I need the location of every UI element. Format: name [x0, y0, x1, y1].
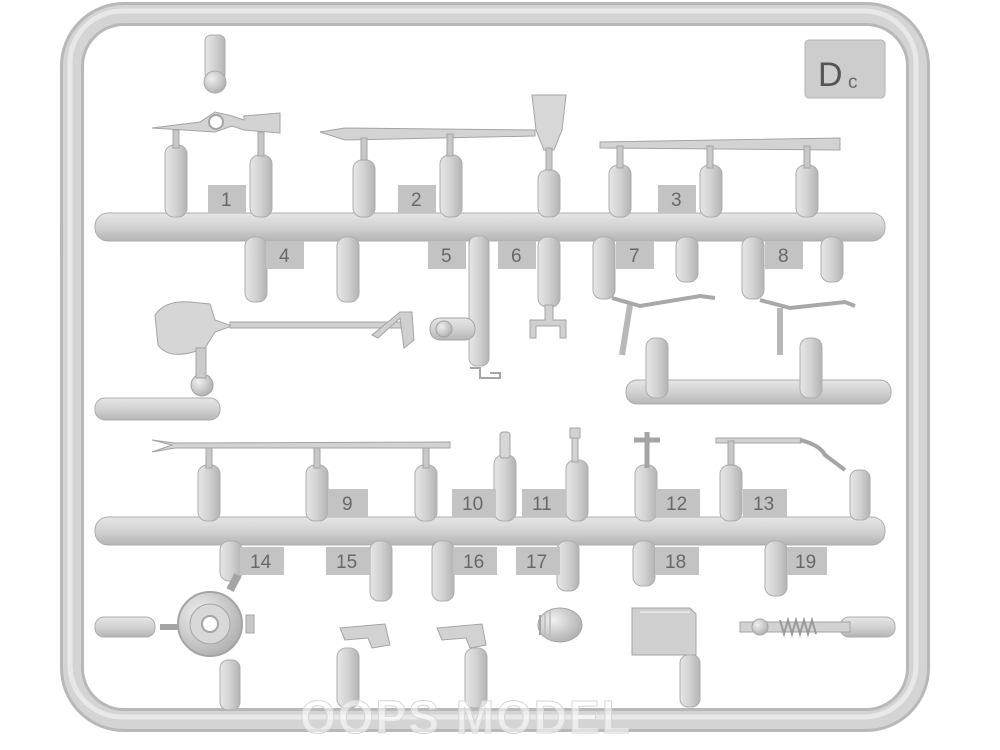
- gates-lower-top: [197, 454, 743, 522]
- part-rods: [499, 427, 847, 472]
- sprue-tag: D c: [804, 39, 886, 99]
- part-number-13: 13: [753, 494, 774, 515]
- runners: [94, 34, 896, 638]
- part-number-11: 11: [532, 494, 552, 515]
- part-number-16: 16: [463, 552, 484, 573]
- sprue-tag-letter: D: [818, 56, 843, 94]
- part-lamp: [537, 607, 583, 643]
- part-spring: [739, 616, 851, 638]
- part-number-8: 8: [778, 246, 789, 267]
- part-number-12: 12: [666, 494, 687, 515]
- part-number-19: 19: [795, 552, 816, 573]
- part-number-17: 17: [526, 552, 547, 573]
- sprue-tag-sub: c: [848, 72, 858, 93]
- part-number-labels: 1 2 3 4 5 6 7 8 9 10 11 12 13 14 15 16 1…: [221, 190, 816, 573]
- part-number-6: 6: [511, 246, 522, 267]
- sprue-frame: [60, 2, 930, 732]
- part-box: [631, 607, 701, 708]
- watermark: OOPS MODEL: [300, 691, 632, 743]
- part-crowbar: [599, 137, 841, 169]
- part-number-7: 7: [629, 246, 640, 267]
- gates-lower-bottom: [219, 540, 788, 602]
- part-number-3: 3: [671, 190, 682, 211]
- part-small-brackets: [470, 293, 856, 379]
- part-number-15: 15: [336, 552, 357, 573]
- part-number-5: 5: [441, 246, 452, 267]
- part-number-1: 1: [221, 190, 232, 211]
- part-number-9: 9: [342, 494, 353, 515]
- part-shovel: [154, 301, 476, 397]
- part-number-18: 18: [665, 552, 686, 573]
- part-pulley: [160, 573, 255, 711]
- part-number-4: 4: [279, 246, 290, 267]
- part-clamps: [336, 623, 488, 709]
- part-number-10: 10: [462, 494, 483, 515]
- gates-upper-bottom: [244, 236, 844, 308]
- part-number-2: 2: [411, 190, 422, 211]
- part-pickaxe: [151, 111, 281, 157]
- part-long-bar: [151, 439, 451, 469]
- part-number-plates: [208, 185, 827, 575]
- gates-upper-top: [164, 144, 819, 218]
- part-axe: [319, 94, 567, 171]
- part-number-14: 14: [250, 552, 272, 573]
